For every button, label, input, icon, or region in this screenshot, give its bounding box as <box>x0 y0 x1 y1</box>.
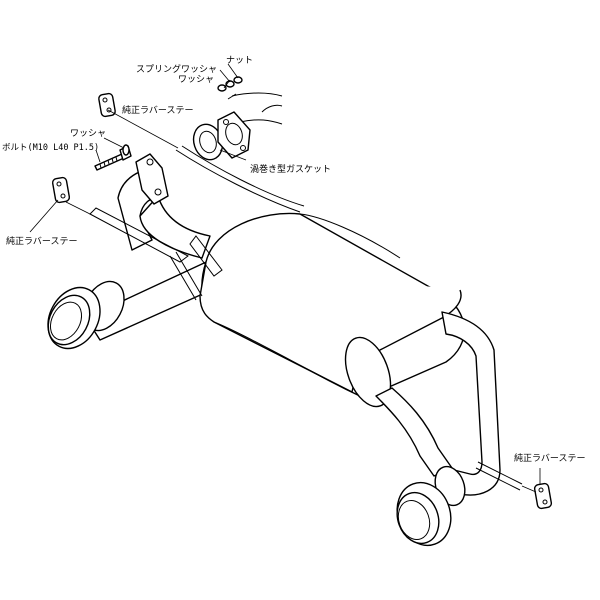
gasket-label: 渦巻き型ガスケット <box>250 163 331 175</box>
rubber-stay-top-label: 純正ラバーステー <box>122 104 193 116</box>
spring-washer-label: スプリングワッシャ <box>136 63 217 75</box>
inlet-flange <box>135 153 169 205</box>
washer-left-part <box>122 144 130 156</box>
muffler <box>199 212 465 408</box>
rubber-stay-left <box>51 176 71 204</box>
rubber-stay-right-label: 純正ラバーステー <box>514 452 585 464</box>
washer-left-label: ワッシャ <box>70 129 106 139</box>
rubber-stay-left-label: 純正ラバーステー <box>6 235 77 247</box>
washer-top-label: ワッシャ <box>178 75 214 85</box>
rubber-stay-top <box>98 92 116 118</box>
bolt-label: ボルト(M10 L40 P1.5) <box>2 143 99 153</box>
vehicle-front-pipe <box>231 92 283 125</box>
vehicle-flange <box>217 111 251 159</box>
hanger-rods-front <box>89 145 305 301</box>
nut-label: ナット <box>226 55 253 66</box>
fastener-stack <box>217 76 243 100</box>
right-tail-pipe <box>375 311 523 547</box>
rubber-stay-right <box>533 482 553 510</box>
leader-lines <box>29 63 541 493</box>
